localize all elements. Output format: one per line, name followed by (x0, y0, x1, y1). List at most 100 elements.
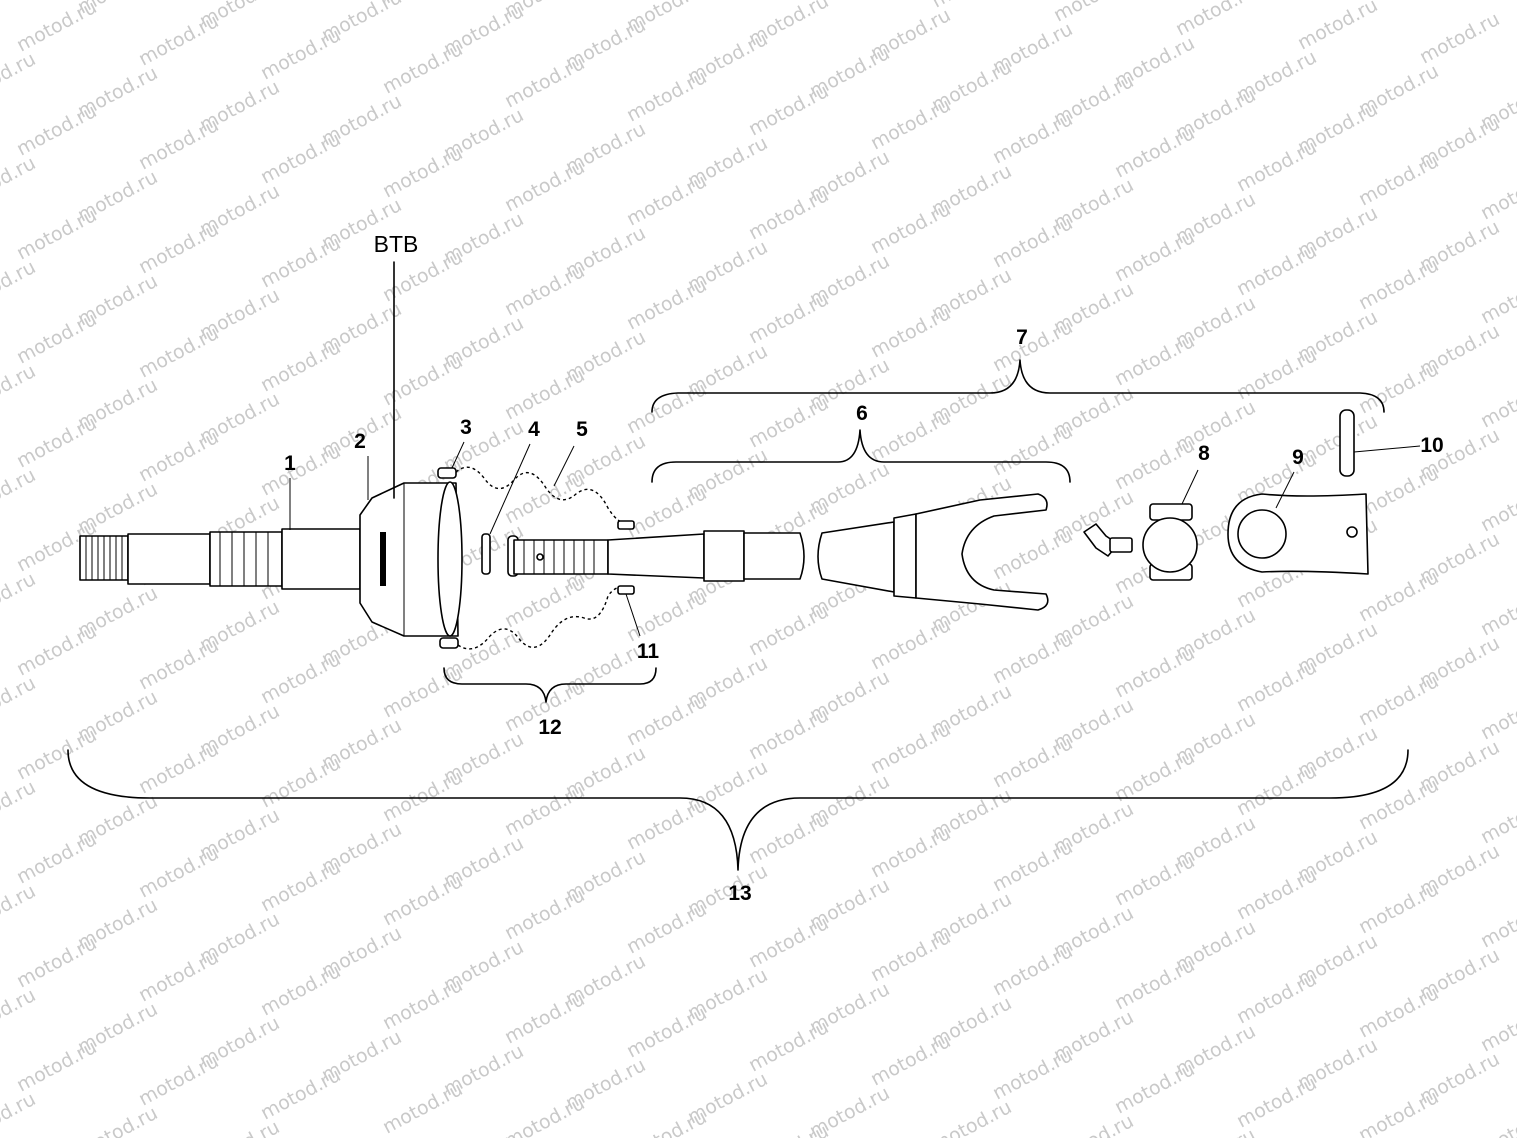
part-11-clamp (617, 520, 635, 595)
watermark-text: motod.ru (1355, 566, 1442, 626)
label-10: 10 (1420, 434, 1443, 457)
watermark-text: motod.ru (623, 66, 710, 126)
watermark-text: motod.ru (0, 1088, 39, 1138)
watermark-text: motod.ru (989, 628, 1076, 688)
watermark-text: motod.ru (257, 856, 344, 916)
watermark-text: motod.ru (745, 288, 832, 348)
watermark-text: motod.ru (989, 940, 1076, 1000)
watermark-text: motod.ru (135, 218, 222, 278)
watermark-text: motod.ru (867, 614, 954, 674)
label-4: 4 (528, 418, 540, 441)
brace-13 (67, 749, 1409, 871)
watermark-text: motod.ru (1233, 136, 1320, 196)
watermark-text: motod.ru (1233, 760, 1320, 820)
watermark-text: motod.ru (1172, 1124, 1259, 1138)
watermark-text: motod.ru (135, 946, 222, 1006)
part-6-shaft-yoke (507, 493, 1049, 611)
watermark-text: motod.ru (928, 1096, 1015, 1138)
watermark-text: motod.ru (1355, 774, 1442, 834)
watermark-text: motod.ru (501, 884, 588, 944)
watermark-text: motod.ru (1355, 982, 1442, 1042)
watermark-text: motod.ru (867, 406, 954, 466)
watermark-text: motod.ru (135, 426, 222, 486)
watermark-text: motod.ru (1355, 254, 1442, 314)
watermark-text: motod.ru (0, 464, 39, 524)
label-btb: BTB (374, 231, 419, 257)
watermark-text: motod.ru (1233, 344, 1320, 404)
watermark-text: motod.ru (1111, 954, 1198, 1014)
watermark-text: motod.ru (135, 322, 222, 382)
watermark-text: motod.ru (989, 1044, 1076, 1104)
watermark-text: motod.ru (135, 10, 222, 70)
watermark-text: motod.ru (379, 142, 466, 202)
label-7: 7 (1016, 326, 1028, 349)
brace-7 (651, 359, 1385, 413)
watermark-text: motod.ru (867, 718, 954, 778)
watermark-text: motod.ru (379, 662, 466, 722)
watermark-text: motod.ru (1416, 8, 1503, 68)
watermark-text: motod.ru (501, 780, 588, 840)
watermark-text: motod.ru (135, 1050, 222, 1110)
watermark-text: motod.ru (257, 336, 344, 396)
watermark-text: motod.ru (623, 1106, 710, 1138)
watermark-text: motod.ru (1355, 358, 1442, 418)
watermark-text: motod.ru (13, 412, 100, 472)
watermark-text: motod.ru (745, 392, 832, 452)
watermark-text: motod.ru (1050, 1110, 1137, 1138)
watermark-text: motod.ru (13, 1036, 100, 1096)
watermark-text: motod.ru (623, 1002, 710, 1062)
part-3-clamp (437, 467, 459, 649)
watermark-text: motod.ru (1477, 684, 1517, 744)
watermark-text: motod.ru (623, 898, 710, 958)
watermark-text: motod.ru (1111, 850, 1198, 910)
label-1: 1 (284, 452, 296, 475)
part-5-boot (455, 466, 629, 650)
watermark-text: motod.ru (989, 524, 1076, 584)
part-1-stub-shaft (79, 528, 361, 590)
part-8-universal-joint-cross (1083, 503, 1198, 581)
label-8: 8 (1198, 442, 1210, 465)
watermark-text: motod.ru (867, 822, 954, 882)
watermark-text: motod.ru (1233, 864, 1320, 924)
watermark-text: motod.ru (379, 38, 466, 98)
watermark-text: motod.ru (623, 794, 710, 854)
watermark-text: motod.ru (623, 586, 710, 646)
watermark-text: motod.ru (989, 108, 1076, 168)
watermark-text: motod.ru (867, 302, 954, 362)
watermark-text: motod.ru (1477, 164, 1517, 224)
watermark-text: motod.ru (1477, 788, 1517, 848)
watermark-text: motod.ru (379, 350, 466, 410)
label-9: 9 (1292, 446, 1304, 469)
watermark-text: motod.ru (1477, 1100, 1517, 1138)
watermark-text: motod.ru (1477, 476, 1517, 536)
braces (67, 359, 1409, 871)
watermark-text: motod.ru (1111, 330, 1198, 390)
watermark-text: motod.ru (745, 184, 832, 244)
part-10-pin (1339, 409, 1355, 477)
watermark-text: motod.ru (1233, 968, 1320, 1028)
watermark-text: motod.ru (0, 256, 39, 316)
watermark-text: motod.ru (257, 24, 344, 84)
watermark-text: motod.ru (1355, 150, 1442, 210)
watermark-text: motod.ru (257, 128, 344, 188)
watermark-text: motod.ru (867, 198, 954, 258)
watermark-text: motod.ru (623, 170, 710, 230)
watermark-text: motod.ru (13, 620, 100, 680)
watermark-text: motod.ru (1111, 1058, 1198, 1118)
watermark-text: motod.ru (623, 378, 710, 438)
label-6: 6 (856, 402, 868, 425)
watermark-text: motod.ru (623, 274, 710, 334)
watermark-text: motod.ru (13, 308, 100, 368)
watermark-text: motod.ru (135, 842, 222, 902)
watermark-text: motod.ru (13, 724, 100, 784)
watermark-text: motod.ru (0, 568, 39, 628)
watermark-text: motod.ru (379, 1078, 466, 1138)
watermark-text: motod.ru (1477, 268, 1517, 328)
watermark-text: motod.ru (1477, 996, 1517, 1056)
watermark-text: motod.ru (745, 808, 832, 868)
watermark-text: motod.ru (0, 672, 39, 732)
watermark-text: motod.ru (13, 932, 100, 992)
watermark-text: motod.ru (867, 926, 954, 986)
watermark-text: motod.ru (1111, 434, 1198, 494)
